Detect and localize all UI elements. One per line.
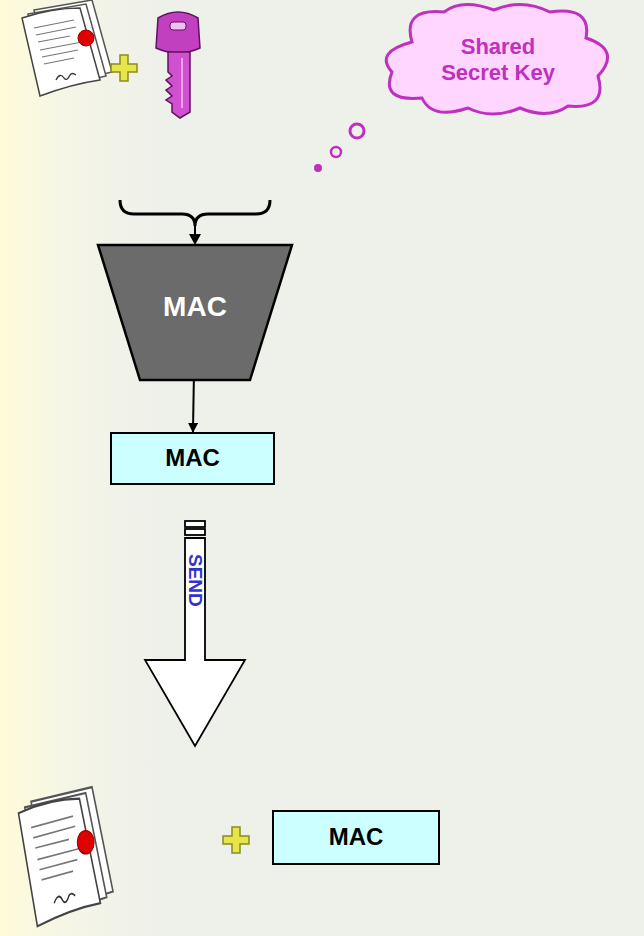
send-arrow: SEND xyxy=(143,520,247,748)
mac-value-box: MAC xyxy=(272,810,440,865)
flow-arrow xyxy=(192,380,195,432)
thought-cloud: Shared Secret Key xyxy=(372,2,624,118)
node-label: MAC xyxy=(165,444,220,473)
document-icon xyxy=(22,0,112,96)
thought-dots xyxy=(314,124,364,172)
node-label: MAC xyxy=(329,823,384,852)
node-label: Shared Secret Key xyxy=(434,34,562,87)
bracket xyxy=(120,200,270,226)
node-label: MAC xyxy=(163,290,227,324)
key-icon xyxy=(156,12,200,118)
mac-function: MAC xyxy=(98,245,292,380)
mac-value-box: MAC xyxy=(110,432,275,485)
arrow-head xyxy=(189,234,201,245)
plus-sign xyxy=(111,55,137,81)
plus-sign xyxy=(223,827,249,853)
node-label: SEND xyxy=(184,554,207,607)
document-icon xyxy=(19,787,113,926)
